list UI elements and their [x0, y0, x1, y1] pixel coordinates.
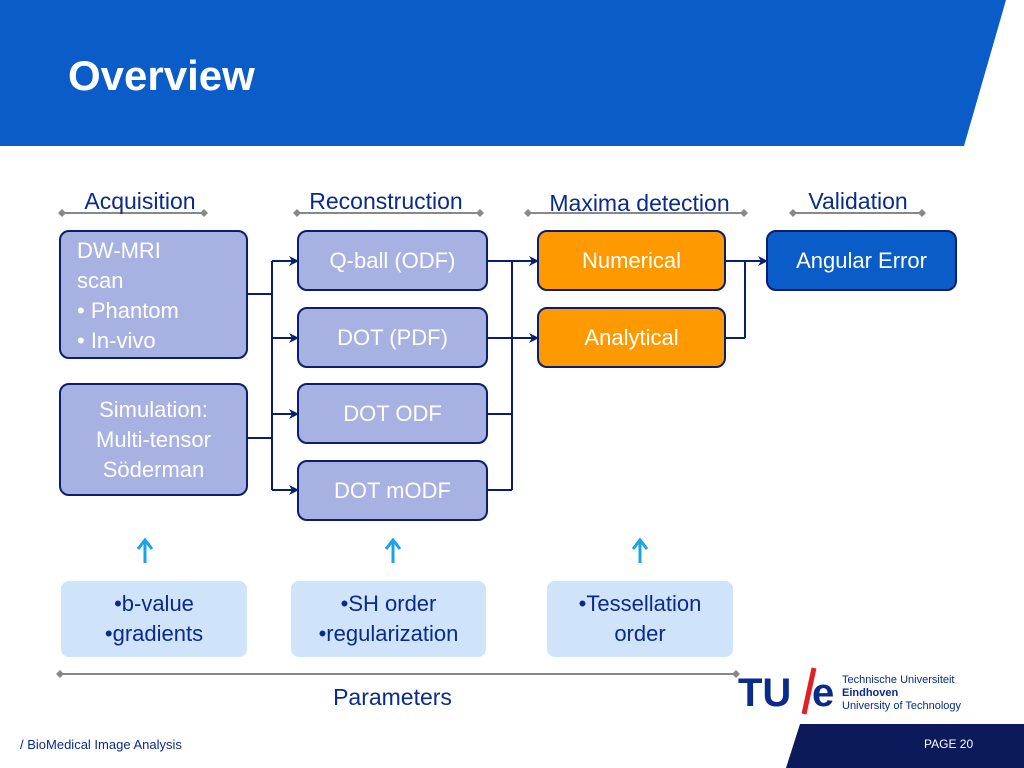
- parameter-line: order: [614, 621, 666, 646]
- numerical-box: Numerical: [537, 230, 726, 291]
- parameter-line: •Tessellation: [578, 591, 702, 616]
- dot-odf-box: DOT ODF: [297, 383, 488, 444]
- angular-error-box: Angular Error: [766, 230, 957, 291]
- dwmri-line: scan: [77, 268, 124, 293]
- logo-mark-right: e: [812, 671, 834, 715]
- logo-slash: [801, 667, 817, 715]
- slide-title: Overview: [68, 52, 255, 99]
- university-name-line: University of Technology: [842, 700, 962, 712]
- parameter-line: •SH order: [340, 591, 437, 616]
- maxima-connectors: [725, 256, 768, 339]
- footer-band: [786, 724, 1024, 768]
- stage-label-maxima-detection: Maxima detection: [549, 190, 730, 216]
- reconstruction-parameters-box: •SH order •regularization: [291, 581, 486, 657]
- simulation-line: Söderman: [102, 456, 205, 482]
- dwmri-line: • Phantom: [77, 298, 179, 323]
- dot-pdf-box: DOT (PDF): [297, 307, 488, 368]
- parameter-line: •b-value: [114, 591, 194, 616]
- dot-modf-box: DOT mODF: [297, 460, 488, 521]
- page-number: PAGE 20: [924, 737, 974, 751]
- stage-label-validation: Validation: [808, 188, 908, 214]
- acquisition-connectors: [247, 256, 299, 495]
- tue-logo: TU e: [738, 667, 834, 715]
- parameters-label: Parameters: [333, 684, 452, 710]
- parameter-arrows: [136, 537, 649, 563]
- university-name-line: Eindhoven: [842, 687, 899, 699]
- stage-label-reconstruction: Reconstruction: [309, 188, 463, 214]
- simulation-box: Simulation: Multi-tensor Söderman: [59, 383, 248, 496]
- up-arrow-icon: [136, 537, 154, 563]
- header-shape: [0, 0, 1006, 146]
- stage-label-acquisition: Acquisition: [84, 188, 196, 214]
- dwmri-scan-box: DW-MRI scan • Phantom • In-vivo: [59, 230, 248, 359]
- logo-mark-left: TU: [738, 671, 791, 715]
- qball-odf-box: Q-ball (ODF): [297, 230, 488, 291]
- simulation-line: Multi-tensor: [96, 426, 211, 452]
- dwmri-line: DW-MRI: [77, 238, 161, 263]
- parameter-line: •gradients: [104, 621, 204, 646]
- maxima-parameters-box: •Tessellation order: [547, 581, 733, 657]
- simulation-line: Simulation:: [99, 396, 208, 422]
- dwmri-line: • In-vivo: [77, 328, 156, 353]
- university-name-line: Technische Universiteit: [842, 674, 955, 686]
- acquisition-parameters-box: •b-value •gradients: [61, 581, 247, 657]
- header-band: [0, 0, 1006, 146]
- parameter-line: •regularization: [318, 621, 459, 646]
- up-arrow-icon: [631, 537, 649, 563]
- university-name: Technische Universiteit Eindhoven Univer…: [842, 674, 961, 713]
- analytical-box: Analytical: [537, 307, 726, 368]
- footer-course-name: / BioMedical Image Analysis: [20, 737, 182, 752]
- up-arrow-icon: [384, 537, 402, 563]
- reconstruction-connectors: [487, 256, 539, 491]
